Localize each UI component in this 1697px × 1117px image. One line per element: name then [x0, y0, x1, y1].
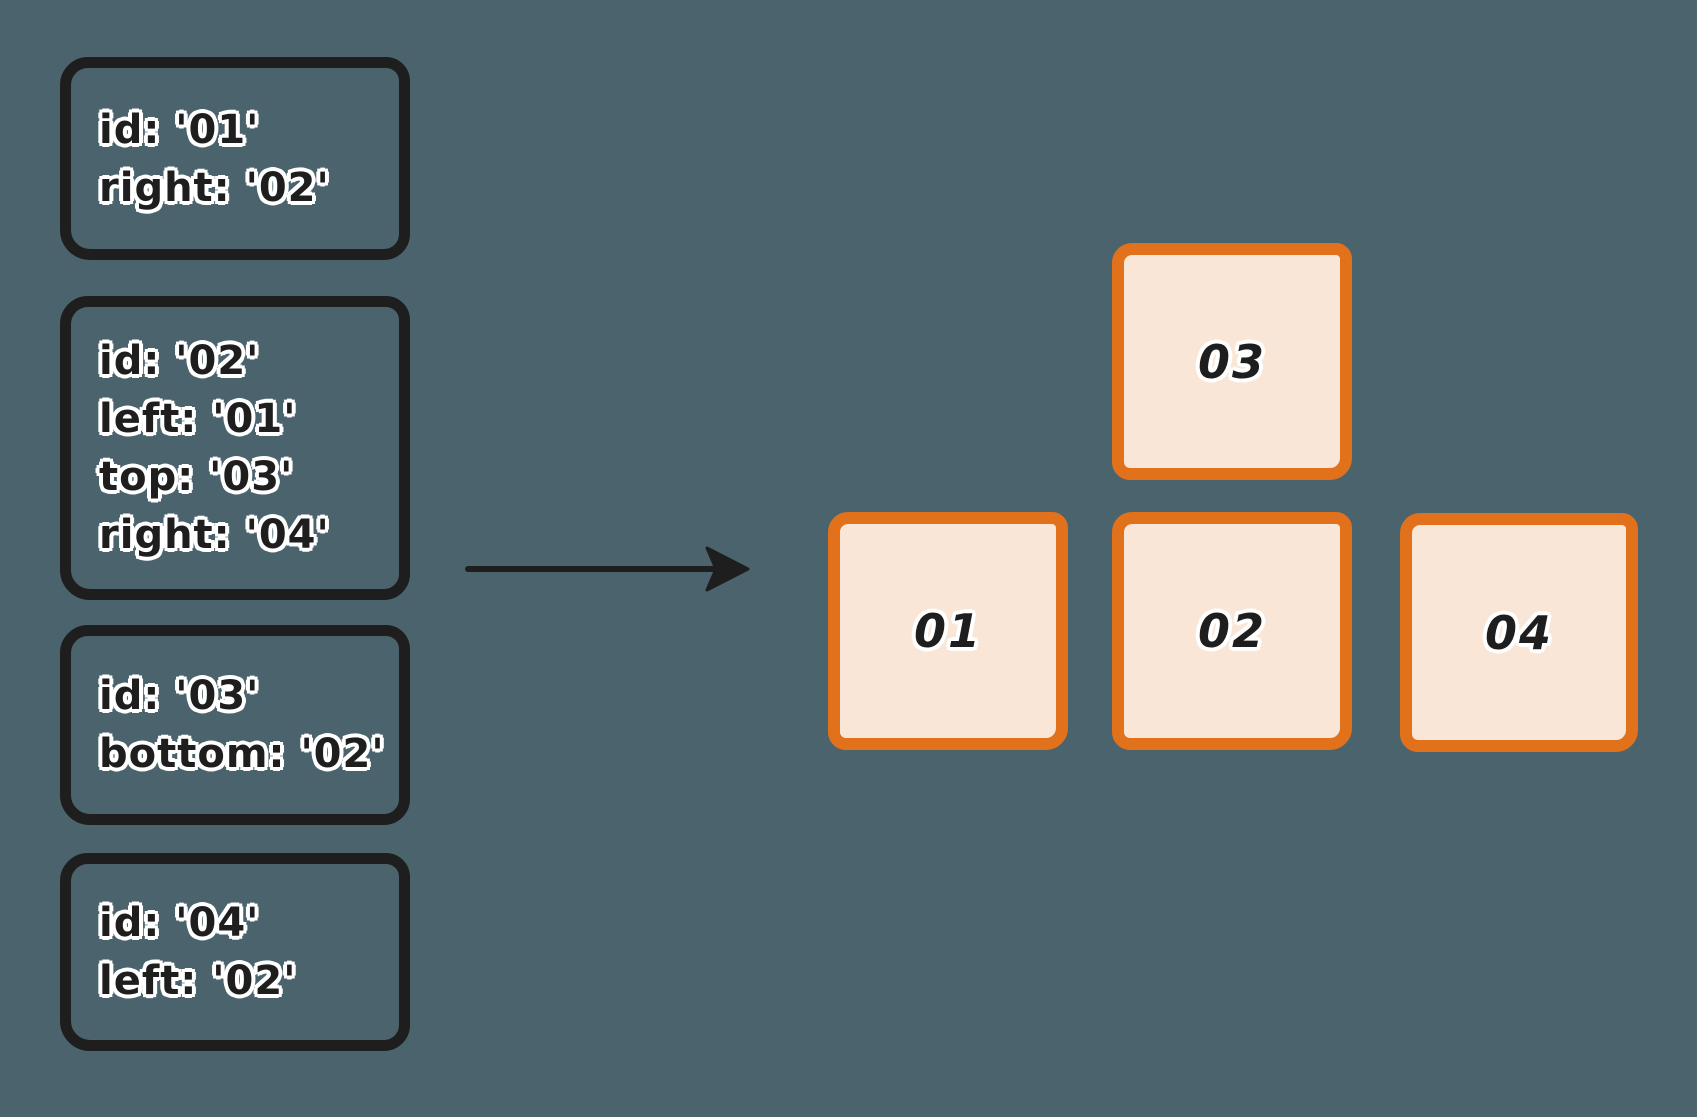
definition-line: id: '04' [99, 900, 260, 946]
tile-04: 04 [1400, 513, 1638, 752]
definition-card-02: id: '02' left: '01' top: '03' right: '04… [60, 296, 410, 600]
definition-line: top: '03' [99, 454, 294, 500]
definition-card-04: id: '04' left: '02' [60, 853, 410, 1051]
tile-03: 03 [1112, 243, 1352, 480]
definition-line: right: '02' [99, 164, 330, 211]
tile-label: 01 [913, 604, 982, 658]
tile-label: 04 [1484, 605, 1553, 660]
definition-line: bottom: '02' [99, 731, 385, 777]
tile-label: 02 [1197, 604, 1266, 658]
definition-line: id: '03' [99, 673, 260, 719]
definition-card-01: id: '01' right: '02' [60, 57, 410, 260]
right-arrow-icon [465, 546, 750, 592]
tile-label: 03 [1197, 334, 1266, 389]
definition-line: left: '02' [99, 958, 297, 1004]
definition-card-03: id: '03' bottom: '02' [60, 625, 410, 825]
definition-line: id: '02' [99, 338, 260, 384]
definition-line: left: '01' [99, 396, 297, 442]
definition-line: id: '01' [99, 106, 260, 153]
tile-01: 01 [828, 512, 1068, 750]
definition-line: right: '04' [99, 512, 330, 558]
tile-02: 02 [1112, 512, 1352, 750]
